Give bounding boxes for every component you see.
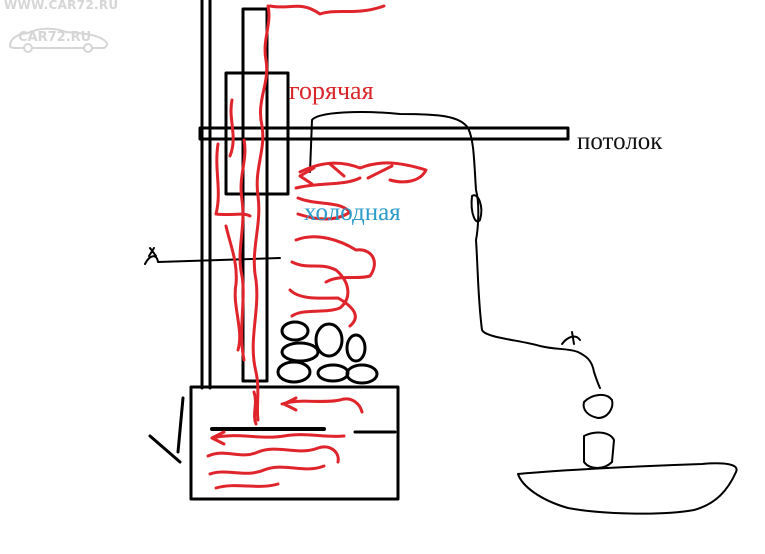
bucket <box>583 431 615 469</box>
stove-stand <box>148 396 185 464</box>
shower-tap <box>561 331 581 345</box>
basin <box>517 462 738 515</box>
hot-flow-line <box>206 445 340 464</box>
hot-flow-line <box>268 4 386 16</box>
watermark-url: WWW.CAR72.RU <box>4 0 119 12</box>
hot-flow-line <box>288 288 357 328</box>
tap-knob <box>148 247 157 257</box>
hot-flow-line <box>214 142 252 218</box>
hot-flow-line <box>228 98 235 158</box>
tap-handle <box>144 255 281 265</box>
stove-body <box>189 385 400 501</box>
hot-flow-line <box>224 224 242 352</box>
stone <box>316 363 350 383</box>
stone <box>345 333 367 363</box>
stone <box>280 341 320 363</box>
watermark-brand: CAR72.RU <box>18 30 92 45</box>
ceiling-beam <box>198 126 570 141</box>
hot-flow-line <box>294 162 394 190</box>
hot-flow-line <box>280 397 364 414</box>
hot-flow-line <box>214 482 280 490</box>
watermark-car-logo <box>8 27 108 53</box>
hot-flow-line <box>296 196 352 221</box>
label-ceiling: потолок <box>577 128 663 155</box>
stone <box>280 320 310 342</box>
label-hot: горячая <box>289 76 374 105</box>
hot-flow-arrow <box>210 430 226 446</box>
hot-flow-line <box>298 161 428 184</box>
hot-flow-arrow <box>282 396 298 412</box>
hot-flow-line <box>208 464 326 476</box>
hot-flow-line <box>252 390 258 426</box>
hot-flow-line <box>294 235 376 284</box>
hot-flow-line <box>290 260 350 318</box>
hose-line <box>309 111 601 389</box>
label-cold: холодная <box>304 199 401 226</box>
stone <box>276 360 312 384</box>
stone <box>314 322 344 358</box>
hot-flow-line <box>210 433 346 440</box>
hot-flow-line <box>238 138 247 362</box>
hose-valve <box>470 194 483 223</box>
hot-flow-line <box>251 4 271 422</box>
shower-head <box>582 394 614 419</box>
stone <box>345 363 379 385</box>
hot-flow-arrow <box>298 166 316 186</box>
